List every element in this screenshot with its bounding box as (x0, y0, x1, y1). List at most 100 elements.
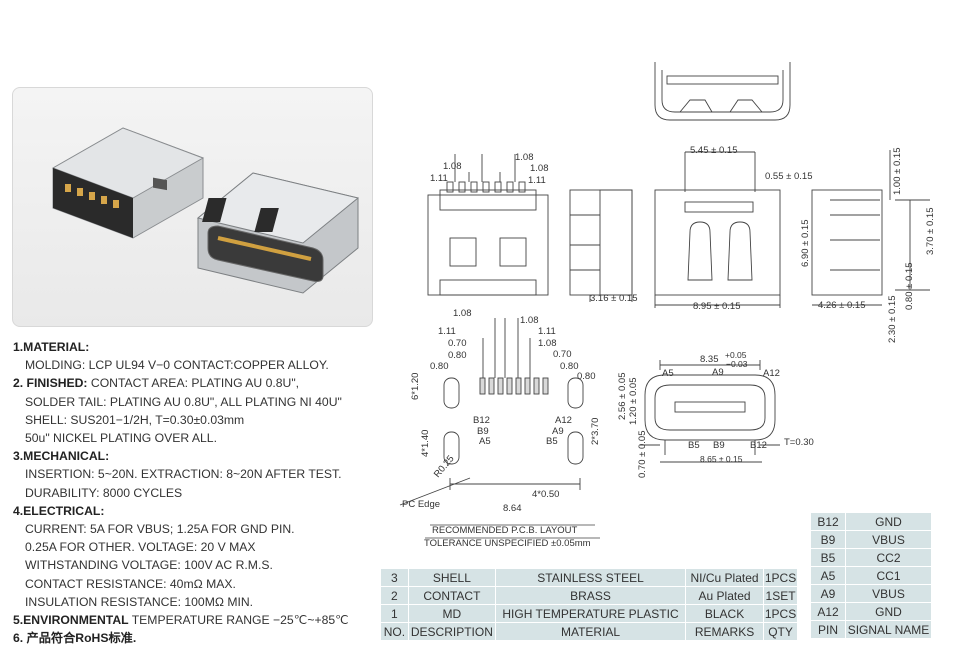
front-view (640, 360, 780, 463)
header-signal-name: SIGNAL NAME (845, 620, 932, 639)
pcb-a12: A12 (555, 415, 572, 426)
pcb-dim-108b: 1.08 (520, 315, 539, 326)
part-remarks: Au Plated (685, 586, 765, 605)
pcb-r025: R0.25 (432, 453, 457, 479)
mechanical-line2: DURABILITY: 8000 CYCLES (25, 485, 183, 500)
technical-drawing: 1.08 1.08 1.08 1.11 1.11 5.45 ± 0.15 0.5… (399, 62, 936, 549)
pin-id: A9 (810, 584, 846, 603)
electrical-line4: CONTACT RESISTANCE: 40mΩ MAX. (25, 576, 236, 591)
pcb-b12: B12 (473, 415, 490, 426)
pcb-edge-label: PC Edge (402, 499, 440, 510)
part-remarks: NI/Cu Plated (685, 568, 765, 587)
finished-line1: CONTACT AREA: PLATING AU 0.8U", (90, 376, 300, 391)
electrical-line3: WITHSTANDING VOLTAGE: 100V AC R.M.S. (25, 558, 273, 573)
front-dim-835: 8.35 (700, 354, 719, 365)
table-row: 3 SHELL STAINLESS STEEL NI/Cu Plated 1PC… (380, 568, 798, 587)
front-b5: B5 (688, 440, 700, 451)
mechanical-title: 3.MECHANICAL: (13, 449, 110, 464)
pin-signal: GND (845, 602, 932, 621)
top-dim-111a: 1.11 (430, 173, 448, 184)
table-row: 2 CONTACT BRASS Au Plated 1SET (380, 586, 798, 605)
top-dim-108a: 1.08 (443, 161, 462, 172)
front-b9: B9 (713, 440, 725, 451)
front-dim-256: 2.56 ± 0.05 (617, 373, 628, 420)
dim-316: 3.16 ± 0.15 (590, 293, 637, 304)
header-remarks: REMARKS (685, 622, 765, 641)
dim-080: 0.80 ± 0.15 (904, 263, 915, 310)
parts-table: 3 SHELL STAINLESS STEEL NI/Cu Plated 1PC… (380, 568, 798, 641)
table-header-row: NO. DESCRIPTION MATERIAL REMARKS QTY (380, 622, 798, 641)
front-b12: B12 (750, 440, 767, 451)
dim-895: 8.95 ± 0.15 (693, 301, 740, 312)
pcb-dim-612: 6*1.20 (410, 373, 421, 400)
pcb-layout-title: RECOMMENDED P.C.B. LAYOUT (432, 525, 578, 536)
part-no: 1 (380, 604, 409, 623)
pcb-a5: A5 (479, 436, 491, 447)
part-material: STAINLESS STEEL (495, 568, 687, 587)
finished-line2: SOLDER TAIL: PLATING AU 0.8U", ALL PLATI… (25, 394, 342, 409)
header-pin: PIN (810, 620, 846, 639)
dim-545: 5.45 ± 0.15 (690, 145, 737, 156)
part-no: 3 (380, 568, 409, 587)
finished-line3: SHELL: SUS201−1/2H, T=0.30±0.03mm (25, 412, 245, 427)
header-qty: QTY (763, 622, 798, 641)
part-qty: 1SET (763, 586, 798, 605)
pcb-dim-108c: 1.08 (538, 338, 557, 349)
pcb-dim-080b: 0.80 (430, 361, 449, 372)
electrical-line5: INSULATION RESISTANCE: 100MΩ MIN. (25, 594, 254, 609)
top-view (427, 154, 549, 296)
dim-690: 6.90 ± 0.15 (800, 220, 811, 267)
pcb-dim-108a: 1.08 (453, 308, 472, 319)
pcb-dim-080d: 0.80 (577, 371, 596, 382)
right-side-view (811, 150, 930, 306)
pin-signal: GND (845, 512, 932, 531)
pin-id: B9 (810, 530, 846, 549)
header-no: NO. (380, 622, 409, 641)
header-material: MATERIAL (495, 622, 687, 641)
pcb-dim-414: 4*1.40 (420, 430, 431, 457)
front-a9: A9 (712, 367, 724, 378)
part-desc: SHELL (407, 568, 497, 587)
product-photo (12, 87, 373, 327)
pin-id: A12 (810, 602, 846, 621)
top-end-view (654, 62, 791, 121)
pcb-b5: B5 (546, 436, 558, 447)
part-no: 2 (380, 586, 409, 605)
pin-id: B12 (810, 512, 846, 531)
usb-c-connector-illustration (51, 127, 360, 294)
side-view (569, 189, 633, 302)
connector-front (196, 172, 360, 294)
dim-100: 1.00 ± 0.15 (892, 148, 903, 195)
top-dim-111b: 1.11 (528, 175, 546, 186)
pcb-b9: B9 (477, 426, 489, 437)
bottom-view (654, 151, 781, 308)
front-tol-minus: −0.03 (726, 359, 748, 369)
part-qty: 1PCS (763, 568, 798, 587)
pcb-dim-237: 2*3.70 (590, 418, 601, 445)
part-desc: MD (407, 604, 497, 623)
specifications: 1.MATERIAL: MOLDING: LCP UL94 V−0 CONTAC… (13, 338, 383, 647)
environmental-title: 5.ENVIRONMENTAL (13, 613, 129, 628)
connector-back (51, 127, 205, 239)
tolerance-note: TOLERANCE UNSPECIFIED ±0.05mm (424, 538, 591, 549)
pcb-dim-070b: 0.70 (553, 349, 572, 360)
electrical-title: 4.ELECTRICAL: (13, 503, 105, 518)
material-line: MOLDING: LCP UL94 V−0 CONTACT:COPPER ALL… (25, 358, 329, 373)
pcb-dim-080c: 0.80 (560, 361, 579, 372)
front-dim-120: 1.20 ± 0.05 (628, 378, 639, 425)
dim-370: 3.70 ± 0.15 (925, 208, 936, 255)
environmental-line: TEMPERATURE RANGE −25℃~+85℃ (131, 613, 349, 628)
table-row: 1 MD HIGH TEMPERATURE PLASTIC BLACK 1PCS (380, 604, 798, 623)
pin-signal: CC1 (845, 566, 932, 585)
pcb-dim-864: 8.64 (503, 503, 522, 514)
pcb-layout (399, 318, 600, 539)
dim-230: 2.30 ± 0.15 (887, 296, 898, 343)
electrical-line2: 0.25A FOR OTHER. VOLTAGE: 20 V MAX (25, 540, 256, 555)
finished-title: 2. FINISHED: (13, 376, 88, 391)
header-description: DESCRIPTION (407, 622, 497, 641)
front-tol-plus: +0.05 (725, 350, 747, 360)
